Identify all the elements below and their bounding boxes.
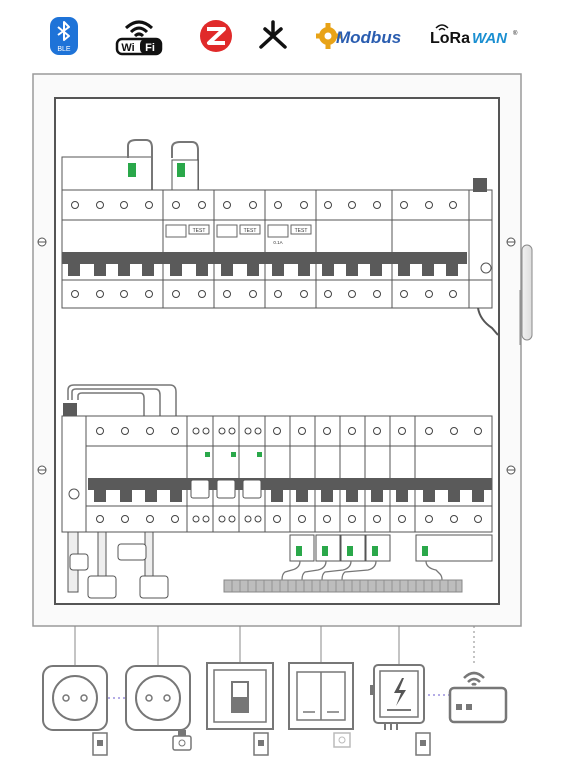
- relay-module-icon: [333, 732, 351, 748]
- door-latch: [521, 244, 533, 341]
- socket-icon: [125, 665, 191, 731]
- electric-panel-icon: [370, 664, 425, 730]
- lorawan-registered-mark: ®: [513, 30, 518, 37]
- rcd-test-label: TEST: [244, 228, 257, 234]
- thread-icon: [254, 14, 292, 58]
- gateway-module: [61, 156, 153, 191]
- ble-label: BLE: [57, 46, 71, 53]
- bottom-din-row: [61, 384, 493, 599]
- relay-module-icon: [415, 732, 431, 756]
- modbus-label: Modbus: [336, 28, 401, 47]
- router-icon: [448, 671, 508, 724]
- lorawan-label-wan: WAN: [472, 30, 508, 47]
- svg-text:Wi: Wi: [121, 42, 134, 54]
- device-wires: [74, 626, 475, 666]
- zigbee-icon: [196, 14, 236, 58]
- plug-adapter-icon: [172, 730, 192, 751]
- svg-text:Fi: Fi: [145, 42, 155, 54]
- double-switch-icon: [288, 662, 354, 730]
- rcd-test-label: TEST: [193, 228, 206, 234]
- relay-module-icon: [253, 732, 269, 756]
- rcd-rating-label: 0.1A: [273, 240, 282, 245]
- mounting-screw: [37, 237, 516, 475]
- wifi-icon: Wi Fi: [112, 14, 166, 58]
- lorawan-icon: LoRa WAN ®: [428, 14, 520, 58]
- lorawan-label-lora: LoRa: [430, 30, 470, 47]
- bluetooth-icon: BLE: [44, 14, 84, 58]
- light-switch-icon: [206, 662, 274, 730]
- modbus-icon: Modbus: [316, 14, 420, 58]
- relay-module-icon: [92, 732, 108, 756]
- socket-icon: [42, 665, 108, 731]
- rcd-test-label: TEST: [295, 228, 308, 234]
- top-din-row: TEST TEST TEST 0.1A: [61, 139, 499, 336]
